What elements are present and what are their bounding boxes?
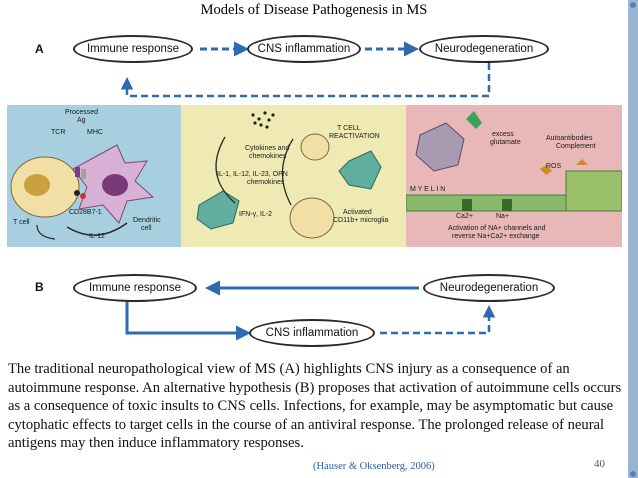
label-t-cell: T cell bbox=[13, 219, 30, 226]
t-cell-reactivation-panel: Cytokines and chemokines T CELL REACTIVA… bbox=[181, 105, 406, 247]
label-activation-2: reverse Na+Ca2+ exchange bbox=[452, 233, 540, 240]
side-bar-dot bbox=[630, 2, 636, 8]
label-microglia: CD11b+ microglia bbox=[333, 217, 389, 224]
label-t-cell-caps: T CELL bbox=[337, 125, 361, 132]
side-bar-dot bbox=[630, 471, 636, 477]
label-excess: excess bbox=[492, 131, 514, 138]
model-b-neurodegeneration: Neurodegeneration bbox=[423, 274, 555, 302]
label-myelin: M Y E L I N bbox=[410, 186, 446, 193]
antigen-presentation-panel: Processed Ag TCR MHC CD28B7-1 T cell Den… bbox=[7, 105, 181, 247]
label-tcr: TCR bbox=[51, 129, 66, 136]
slide-title: Models of Disease Pathogenesis in MS bbox=[200, 2, 428, 18]
page-number: 40 bbox=[594, 458, 605, 470]
label-cell: cell bbox=[141, 225, 152, 232]
arrow-a-feedback bbox=[120, 63, 491, 98]
label-na: Na+ bbox=[496, 213, 510, 220]
label-chemokines: chemokines bbox=[249, 153, 287, 160]
label-cytokines: Cytokines and bbox=[245, 145, 290, 152]
model-connectors bbox=[120, 41, 496, 341]
arrow-b-cns-to-neuro bbox=[380, 305, 496, 335]
label-mhc: MHC bbox=[87, 129, 103, 136]
label-activated: Activated bbox=[343, 209, 372, 216]
model-a-immune-response: Immune response bbox=[73, 35, 193, 63]
label-processed: Processed bbox=[65, 109, 99, 116]
label-ros: ROS bbox=[546, 163, 562, 170]
label-autoantibodies: Autoantibodies bbox=[546, 135, 593, 142]
label-ca: Ca2+ bbox=[456, 213, 473, 220]
model-a-label: A bbox=[35, 42, 44, 56]
antigen-presentation-illustration bbox=[10, 144, 155, 240]
arrow-b-immune-to-cns bbox=[125, 302, 251, 341]
model-a-cns-inflammation: CNS inflammation bbox=[247, 35, 361, 63]
label-activation-1: Activation of NA+ channels and bbox=[448, 225, 546, 232]
model-b-label: B bbox=[35, 280, 44, 294]
myelin-injury-illustration bbox=[406, 111, 622, 212]
t-cell-reactivation-illustration bbox=[196, 111, 382, 239]
label-glutamate: glutamate bbox=[490, 139, 521, 146]
slide-caption: The traditional neuropathological view o… bbox=[8, 361, 622, 452]
model-a-neurodegeneration: Neurodegeneration bbox=[419, 35, 549, 63]
label-dendritic: Dendritic bbox=[133, 217, 161, 224]
label-il12: IL-12 bbox=[89, 233, 105, 240]
citation: (Hauser & Oksenberg, 2006) bbox=[313, 461, 435, 472]
myelin-injury-panel: excess glutamate Autoantibodies Compleme… bbox=[406, 105, 622, 247]
model-b-cns-inflammation: CNS inflammation bbox=[249, 319, 375, 347]
pathogenesis-figure: A Immune response CNS inflammation Neuro… bbox=[7, 30, 622, 347]
label-ag: Ag bbox=[77, 117, 86, 124]
label-cd28: CD28B7-1 bbox=[69, 209, 102, 216]
slide-side-bar bbox=[628, 0, 638, 478]
label-il-list: IL-1, IL-12, IL-23, OPN bbox=[217, 171, 288, 178]
label-chemokines-2: chemokines bbox=[247, 179, 285, 186]
label-reactivation: REACTIVATION bbox=[329, 133, 380, 140]
label-complement: Complement bbox=[556, 143, 596, 150]
label-ifn: IFN-γ, IL-2 bbox=[239, 211, 273, 218]
model-b-immune-response: Immune response bbox=[73, 274, 197, 302]
